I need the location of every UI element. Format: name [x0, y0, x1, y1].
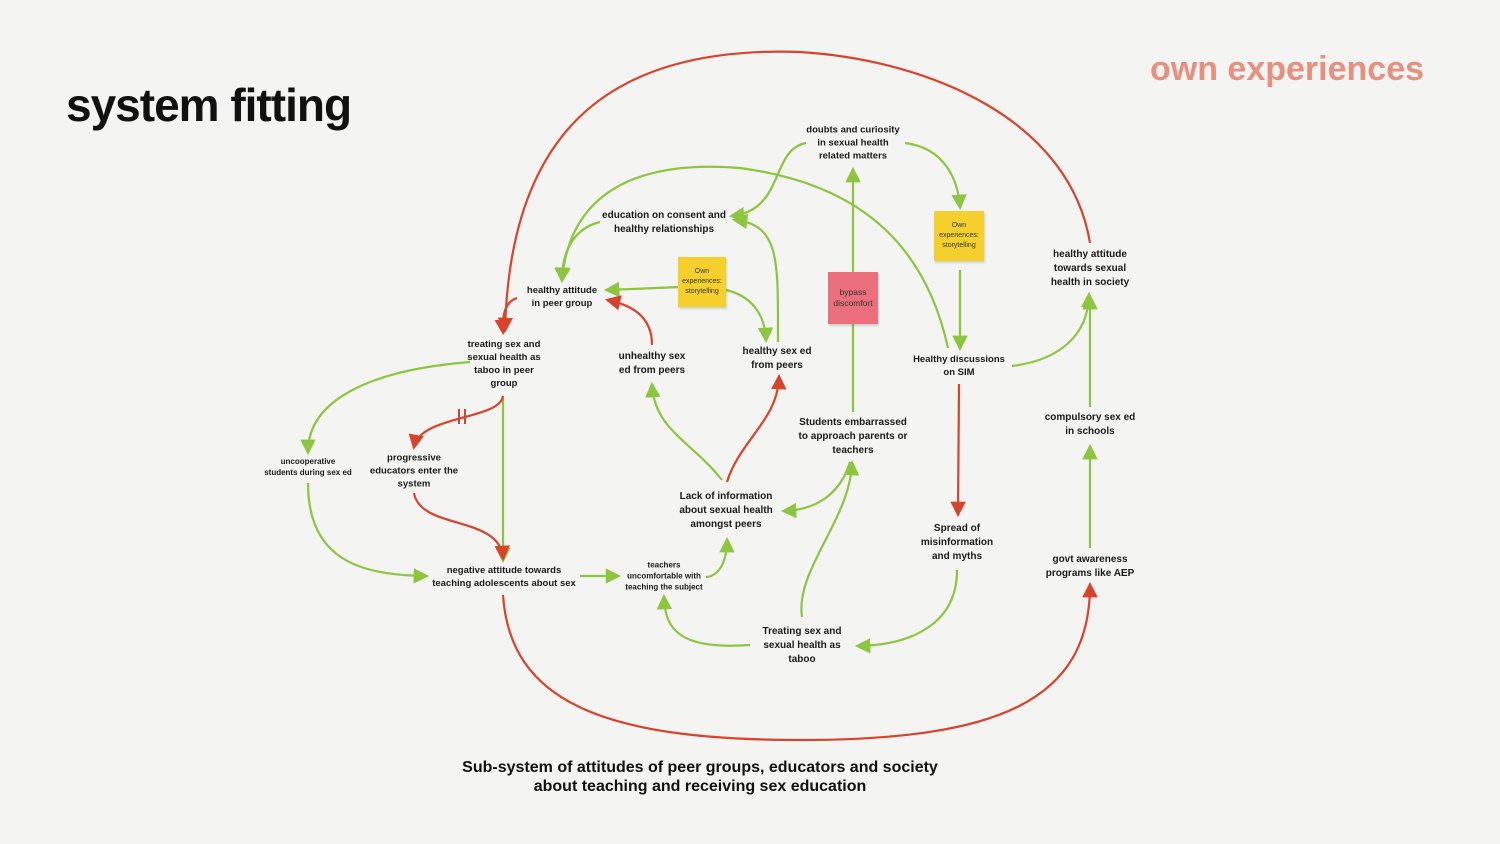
link-sticky-to-peer [603, 281, 681, 298]
sticky-own-experiences-2: Own experiences: storytelling [934, 211, 984, 261]
link-embarrassed-to-lack [780, 461, 852, 519]
link-society-to-taboo-peer [497, 50, 1092, 334]
node-treating-taboo-peer: treating sex and sexual health as taboo … [467, 339, 541, 389]
node-lack-of-information: Lack of information about sexual health … [679, 491, 773, 530]
link-discussions-to-peer [555, 165, 950, 349]
node-doubts-curiosity: doubts and curiosity in sexual health re… [806, 124, 900, 162]
link-lack-to-unhealthy [645, 381, 723, 481]
link-taboo-to-teachers [656, 593, 751, 647]
node-govt-awareness: govt awareness programs like AEP [1045, 554, 1135, 579]
node-uncooperative-students: uncooperative students during sex ed [264, 457, 352, 477]
link-taboo-to-embarrassed [800, 459, 860, 618]
page-title: system fitting [66, 79, 352, 131]
link-sticky-to-healthy-sexed [725, 288, 774, 344]
node-negative-attitude: negative attitude towards teaching adole… [432, 565, 576, 589]
caption-line-2: about teaching and receiving sex educati… [533, 778, 867, 795]
link-uncooperative-to-negative [306, 482, 430, 584]
node-healthy-attitude-society: healthy attitude towards sexual health i… [1050, 249, 1130, 288]
node-spread-misinformation: Spread of misinformation and myths [920, 523, 994, 562]
link-misinfo-to-taboo [854, 569, 959, 654]
link-healthy-sexed-to-education [731, 213, 780, 343]
sticky-bypass-discomfort: bypass discomfort [828, 272, 878, 324]
caption-line-1: Sub-system of attitudes of peer groups, … [462, 759, 938, 776]
node-teachers-uncomfortable: teachers uncomfortable with teaching the… [625, 560, 703, 592]
link-peer-to-taboo-peer [494, 296, 518, 336]
node-unhealthy-sex-ed: unhealthy sex ed from peers [618, 351, 686, 376]
delay-marker [458, 409, 466, 424]
link-unhealthy-to-peer [604, 295, 654, 346]
node-treating-taboo: Treating sex and sexual health as taboo [762, 626, 842, 665]
node-healthy-sex-ed: healthy sex ed from peers [742, 346, 812, 371]
link-teachers-to-lack [705, 536, 735, 579]
link-doubts-to-education [728, 141, 807, 223]
node-students-embarrassed: Students embarrassed to approach parents… [798, 417, 908, 456]
sticky-own-experiences-1: Own experiences: storytelling [678, 257, 726, 307]
node-education-consent: education on consent and healthy relatio… [602, 210, 726, 235]
node-healthy-attitude-peer: healthy attitude in peer group [526, 285, 598, 309]
link-discussions-to-misinfo [950, 383, 966, 518]
link-lack-to-healthy-sexed [725, 373, 787, 483]
page-subtitle: own experiences [1150, 50, 1425, 88]
link-progressive-to-negative [412, 492, 510, 562]
link-education-to-peer [554, 220, 601, 284]
node-progressive-educators: progressive educators enter the system [369, 452, 459, 490]
link-negative-to-govt [501, 581, 1098, 742]
link-doubts-to-sticky [904, 141, 967, 211]
node-healthy-discussions: Healthy discussions on SIM [913, 354, 1005, 378]
node-compulsory-sex-ed: compulsory sex ed in schools [1044, 412, 1136, 437]
link-discussions-to-society [1011, 291, 1097, 368]
diagram-caption: Sub-system of attitudes of peer groups, … [350, 758, 1050, 796]
link-taboo-peer-to-uncooperative [300, 360, 471, 456]
